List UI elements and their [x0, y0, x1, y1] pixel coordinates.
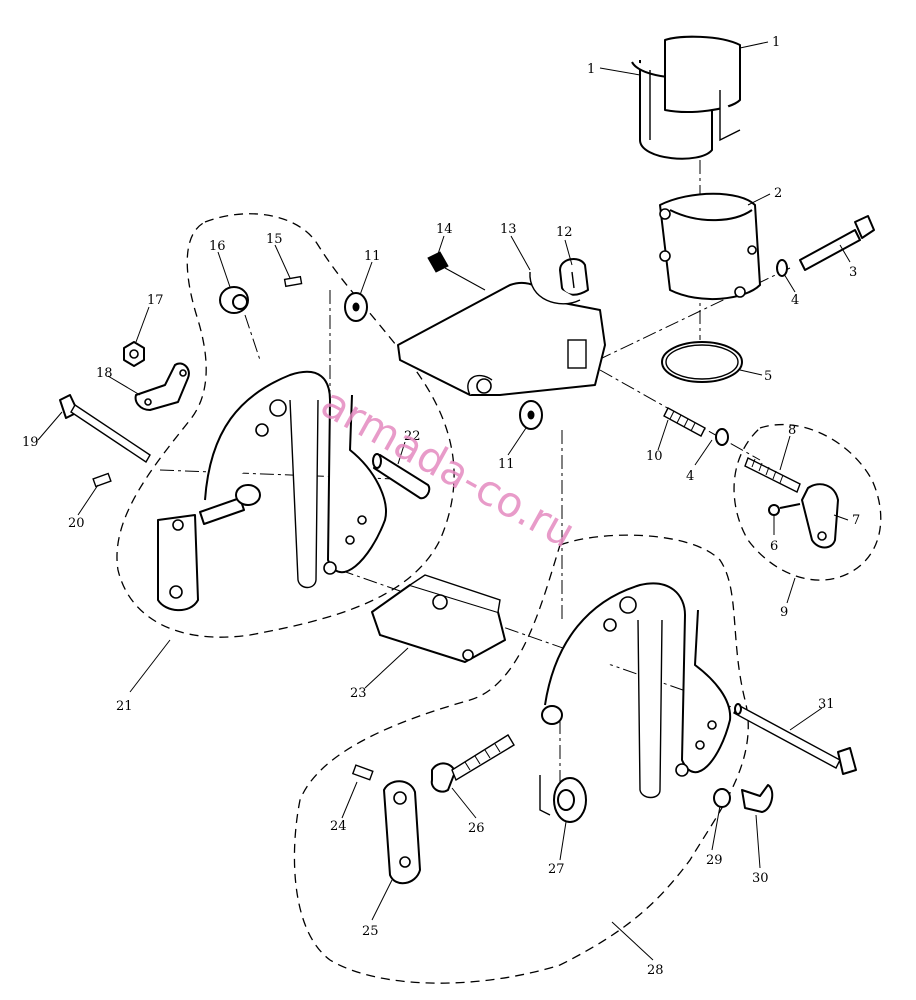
callout-28: 28: [647, 963, 664, 978]
part-12-cap: [559, 258, 589, 296]
callout-22: 22: [404, 429, 421, 444]
part-18-bracket-plate: [134, 362, 190, 411]
group-outline-21: [116, 213, 455, 638]
callout-15: 15: [266, 232, 283, 247]
part-10-spring: [663, 407, 706, 437]
callout-20: 20: [68, 516, 85, 531]
part-16-bushing: [219, 286, 249, 314]
callout-7: 7: [852, 513, 860, 528]
group-outline-28: [293, 534, 749, 984]
callout-16: 16: [209, 239, 226, 254]
callout-4b: 4: [686, 469, 694, 484]
part-2-collar: [659, 192, 761, 300]
callout-4a: 4: [791, 293, 799, 308]
callout-18: 18: [96, 366, 113, 381]
part-11-washer-a: [344, 292, 368, 322]
callout-14: 14: [436, 222, 453, 237]
axis-line-16: [244, 314, 261, 361]
part-20-pin: [92, 472, 112, 488]
part-31-long-bolt: [733, 703, 857, 775]
part-28-right-clamp: [541, 582, 732, 799]
callout-6: 6: [770, 539, 778, 554]
part-14-grease-nipple: [427, 251, 486, 291]
part-19-long-bolt: [59, 394, 151, 463]
part-4-washer-a: [776, 259, 788, 277]
callout-21: 21: [116, 699, 133, 714]
callout-26: 26: [468, 821, 485, 836]
callout-10: 10: [646, 449, 663, 464]
callout-11b: 11: [498, 457, 515, 472]
leader-lines: [37, 41, 851, 961]
part-25-thrust-plate: [383, 780, 421, 885]
callout-13: 13: [500, 222, 517, 237]
part-26-clamp-screw: [430, 734, 515, 793]
callout-23: 23: [350, 686, 367, 701]
part-27-pad: [539, 775, 587, 823]
part-15-pin: [283, 275, 303, 288]
part-7-lever: [801, 483, 839, 549]
callout-25: 25: [362, 924, 379, 939]
part-21-left-clamp: [157, 370, 387, 612]
axis-line-spring: [599, 369, 761, 461]
callout-29: 29: [706, 853, 723, 868]
callout-24: 24: [330, 819, 347, 834]
part-3-bolt: [799, 215, 875, 271]
callout-31: 31: [818, 697, 835, 712]
part-24-pin: [351, 764, 374, 781]
axis-line-left: [159, 469, 421, 481]
callout-11a: 11: [364, 249, 381, 264]
part-8-threaded-rod: [744, 457, 801, 493]
callout-3: 3: [849, 265, 857, 280]
part-6-screw: [768, 503, 801, 516]
callout-2: 2: [774, 186, 782, 201]
part-29-washer: [713, 788, 731, 808]
part-30-wing-nut: [741, 784, 774, 813]
callout-17: 17: [147, 293, 164, 308]
callout-1b: 1: [772, 35, 780, 50]
callout-27: 27: [548, 862, 565, 877]
callout-8: 8: [788, 423, 796, 438]
callout-12: 12: [556, 225, 573, 240]
callout-1a: 1: [587, 62, 595, 77]
part-17-nut: [123, 341, 145, 367]
callout-19: 19: [22, 435, 39, 450]
part-11-washer-b: [519, 400, 543, 430]
part-1-sleeve: [631, 35, 741, 160]
part-4-washer-b: [715, 428, 729, 446]
callout-30: 30: [752, 871, 769, 886]
part-23-hinge-block: [371, 574, 506, 663]
callout-9: 9: [780, 605, 788, 620]
part-13-tilt-housing: [397, 271, 606, 396]
group-outline-9: [733, 423, 882, 581]
part-22-shaft: [372, 453, 431, 500]
callout-5: 5: [764, 369, 772, 384]
